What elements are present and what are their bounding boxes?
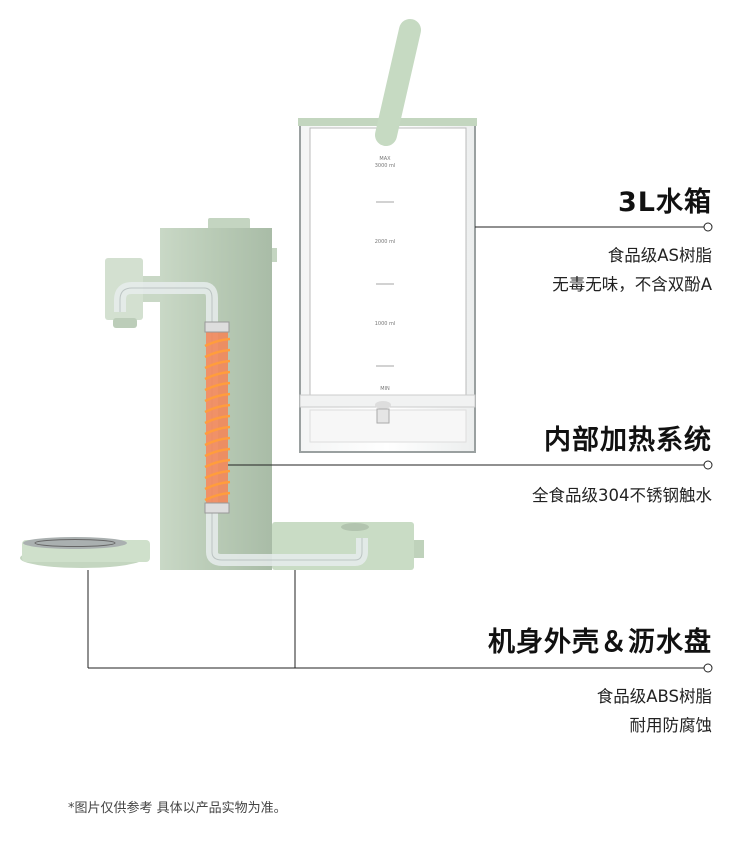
shell-line-2: 耐用防腐蚀 xyxy=(629,716,713,735)
tank-title: 3L水箱 xyxy=(618,187,712,218)
shell-title: 机身外壳＆沥水盘 xyxy=(488,627,712,658)
footnote: *图片仅供参考 具体以产品实物为准。 xyxy=(68,801,287,816)
tank-handle xyxy=(375,19,421,146)
heating-title: 内部加热系统 xyxy=(544,425,712,456)
shell-line-1: 食品级ABS树脂 xyxy=(596,687,712,706)
tank-line-1: 食品级AS树脂 xyxy=(607,246,712,265)
drip-tray xyxy=(20,537,150,568)
scale-2000: 2000 ml xyxy=(375,239,396,245)
scale-1000: 1000 ml xyxy=(375,321,396,327)
tank-line-2: 无毒无味，不含双酚A xyxy=(552,275,712,294)
scale-min: MIN xyxy=(380,386,390,392)
heating-coil xyxy=(204,337,231,502)
scale-3000: 3000 ml xyxy=(375,163,396,169)
callout-lines xyxy=(87,222,713,673)
scale-max: MAX xyxy=(379,156,391,162)
water-tank: MAX 3000 ml 2000 ml 1000 ml MIN xyxy=(298,118,477,453)
top-knob xyxy=(208,218,250,230)
heating-line-1: 全食品级304不锈钢触水 xyxy=(532,486,712,505)
